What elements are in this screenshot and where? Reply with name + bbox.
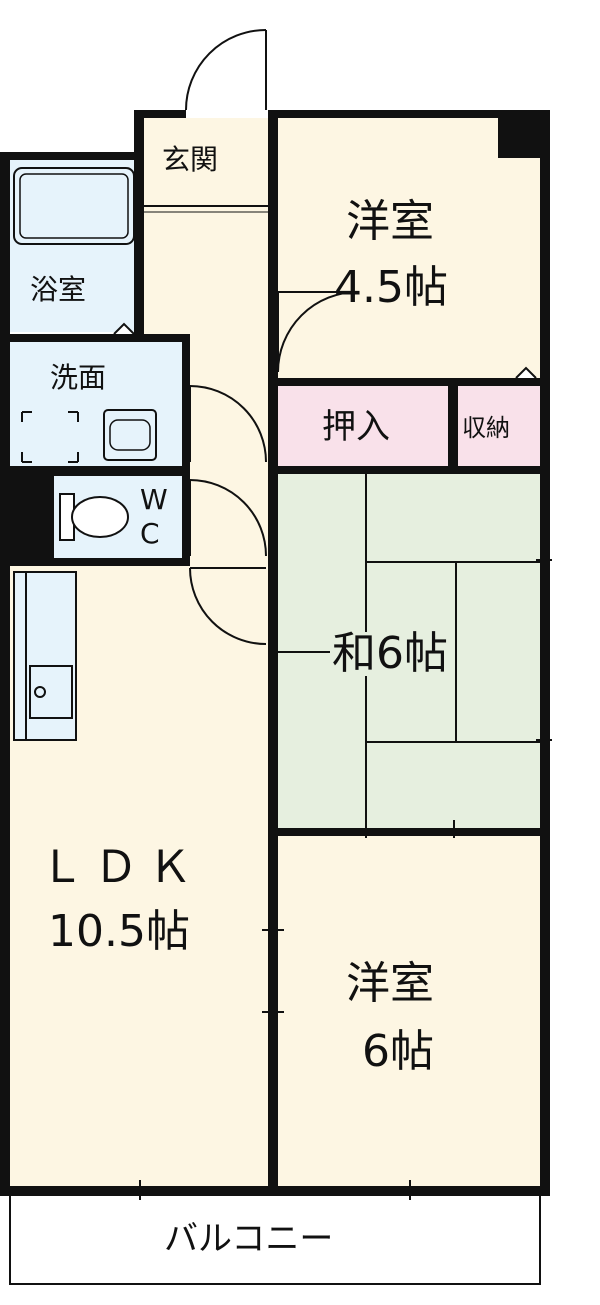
walls [0, 110, 550, 1196]
wc-w-label: W [140, 483, 168, 516]
closet-mark-2 [515, 366, 537, 379]
closet-mark-1 [113, 322, 135, 335]
genkan-floor [140, 118, 272, 210]
western-small-floor [278, 118, 540, 380]
sliding-door-marks [139, 559, 552, 1200]
washroom-floor [10, 342, 188, 468]
balcony-label: バルコニー [164, 1219, 334, 1259]
bath-label: 浴室 [30, 273, 87, 306]
western-large-size: 6帖 [362, 1026, 434, 1077]
ldk-size: 10.5帖 [48, 906, 190, 957]
washbasin-bowl [109, 419, 151, 451]
toilet [59, 493, 129, 541]
japanese-label: 和6帖 [332, 628, 448, 679]
western-small-name: 洋室 [346, 196, 434, 247]
washer-marks [21, 411, 79, 463]
interior-doors [189, 291, 359, 645]
storage-floor [458, 384, 540, 468]
western-small-size: 4.5帖 [334, 262, 448, 313]
entrance-door [185, 29, 267, 111]
bathtub-inner [19, 173, 129, 239]
washroom-label: 洗面 [50, 361, 107, 394]
balcony-floor [9, 1193, 541, 1285]
wc-c-label: C [140, 517, 160, 550]
oshiire-floor [278, 384, 452, 468]
oshiire-label: 押入 [322, 407, 390, 447]
western-large-name: 洋室 [346, 958, 434, 1009]
bathtub [13, 167, 135, 245]
kitchen-counter [13, 571, 77, 741]
western-large-floor [278, 836, 540, 1186]
washbasin [103, 409, 157, 461]
ldk-name: ＬＤＫ [40, 842, 202, 893]
storage-label: 収納 [462, 414, 510, 442]
genkan-label: 玄関 [162, 143, 219, 176]
